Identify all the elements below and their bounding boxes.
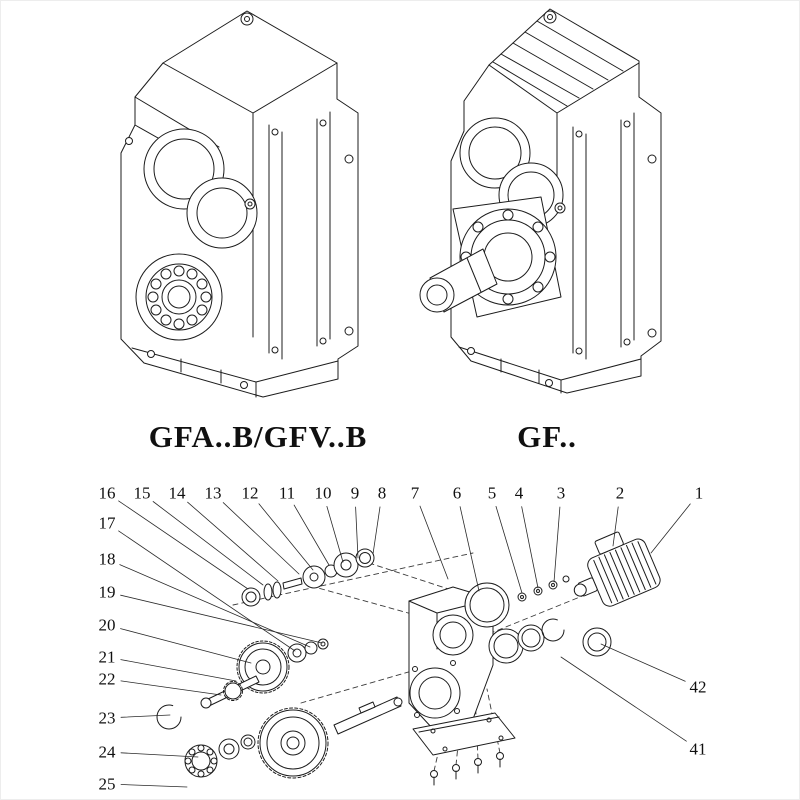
- gearbox-drawing-right: [419, 8, 662, 394]
- gearbox-drawing-left: [120, 10, 359, 398]
- part-number-7: 7: [410, 483, 420, 503]
- part-number-13: 13: [204, 483, 222, 503]
- part-number-3: 3: [556, 483, 566, 503]
- part-number-1: 1: [694, 483, 704, 503]
- part-number-21: 21: [98, 647, 116, 667]
- part-number-16: 16: [98, 483, 116, 503]
- model-label-left: GFA..B/GFV..B: [148, 419, 368, 454]
- part-number-24: 24: [98, 742, 116, 762]
- part-number-5: 5: [487, 483, 497, 503]
- part-number-12: 12: [241, 483, 259, 503]
- part-number-14: 14: [168, 483, 186, 503]
- part-number-11: 11: [278, 483, 296, 503]
- part-number-42: 42: [689, 677, 707, 697]
- part-number-6: 6: [452, 483, 462, 503]
- part-number-8: 8: [377, 483, 387, 503]
- cover-plate-and-bolts: [412, 712, 516, 786]
- seal-and-ring-parts: [464, 575, 612, 664]
- gear-housing: [408, 586, 494, 730]
- part-number-22: 22: [98, 669, 116, 689]
- motor-unit: [573, 531, 661, 607]
- exploded-parts-diagram: [118, 500, 691, 788]
- callout-leader-lines: [118, 500, 691, 788]
- part-number-10: 10: [314, 483, 332, 503]
- part-number-19: 19: [98, 582, 116, 602]
- part-number-15: 15: [133, 483, 151, 503]
- part-number-18: 18: [98, 549, 116, 569]
- output-gear-and-bearing-parts: [156, 696, 403, 779]
- part-number-20: 20: [98, 615, 116, 635]
- part-number-9: 9: [350, 483, 360, 503]
- part-number-23: 23: [98, 708, 116, 728]
- part-number-25: 25: [98, 774, 116, 794]
- input-pinion-shaft-parts: [241, 548, 375, 607]
- part-number-41: 41: [689, 739, 707, 759]
- intermediate-gear-parts: [200, 638, 329, 709]
- part-number-17: 17: [98, 513, 116, 533]
- part-number-4: 4: [514, 483, 524, 503]
- model-label-right: GF..: [517, 419, 577, 454]
- part-number-2: 2: [615, 483, 625, 503]
